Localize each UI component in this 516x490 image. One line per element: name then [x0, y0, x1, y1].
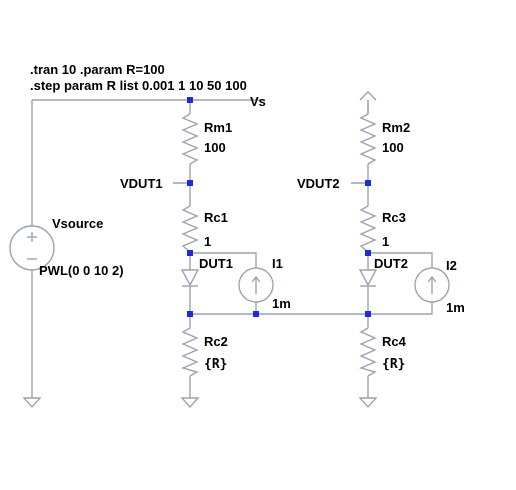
rc4-value: {R}: [382, 357, 405, 372]
junctions: [187, 97, 371, 317]
i2-top-wire: [368, 252, 433, 268]
vsource-value: PWL(0 0 10 2): [39, 263, 124, 278]
rm2-value: 100: [382, 140, 404, 155]
dut2-name: DUT2: [374, 256, 408, 271]
i1-name: I1: [272, 256, 283, 271]
vsource-symbol[interactable]: [9, 225, 55, 271]
rc3-name: Rc3: [382, 210, 406, 225]
rc3-value: 1: [382, 234, 389, 249]
i2-value: 1m: [446, 300, 465, 315]
net-label-vs: Vs: [250, 94, 266, 109]
rc2-value: {R}: [204, 357, 227, 372]
tran-directive: .tran 10 .param R=100: [30, 62, 165, 77]
i1-value: 1m: [272, 296, 291, 311]
rc4-name: Rc4: [382, 334, 407, 349]
mid-bus-wire: [190, 302, 433, 315]
rc3-resistor[interactable]: [359, 205, 377, 253]
rc2-name: Rc2: [204, 334, 228, 349]
i2-current-source[interactable]: [414, 267, 450, 303]
rm2-resistor[interactable]: [359, 113, 377, 165]
dut1-name: DUT1: [199, 256, 233, 271]
rc1-resistor[interactable]: [181, 205, 199, 253]
rm1-name: Rm1: [204, 120, 232, 135]
rc2-resistor[interactable]: [180, 327, 199, 377]
dut2-diode[interactable]: [358, 268, 378, 294]
ground-icon: [22, 397, 42, 409]
wires: [31, 99, 433, 398]
dut1-diode[interactable]: [180, 268, 200, 294]
rm1-value: 100: [204, 140, 226, 155]
i1-top-wire: [190, 252, 257, 268]
ground-icon: [358, 397, 378, 409]
vsource-name: Vsource: [52, 216, 103, 231]
rc1-value: 1: [204, 234, 211, 249]
net-label-vdut1: VDUT1: [120, 176, 163, 191]
vs-flag-icon: [359, 91, 377, 114]
i2-name: I2: [446, 258, 457, 273]
ground-icon: [180, 397, 200, 409]
rc1-name: Rc1: [204, 210, 228, 225]
rc4-resistor[interactable]: [358, 327, 377, 377]
i1-current-source[interactable]: [238, 267, 274, 303]
rm2-name: Rm2: [382, 120, 410, 135]
rm1-resistor[interactable]: [181, 113, 199, 165]
net-label-vdut2: VDUT2: [297, 176, 340, 191]
step-directive: .step param R list 0.001 1 10 50 100: [30, 78, 247, 93]
